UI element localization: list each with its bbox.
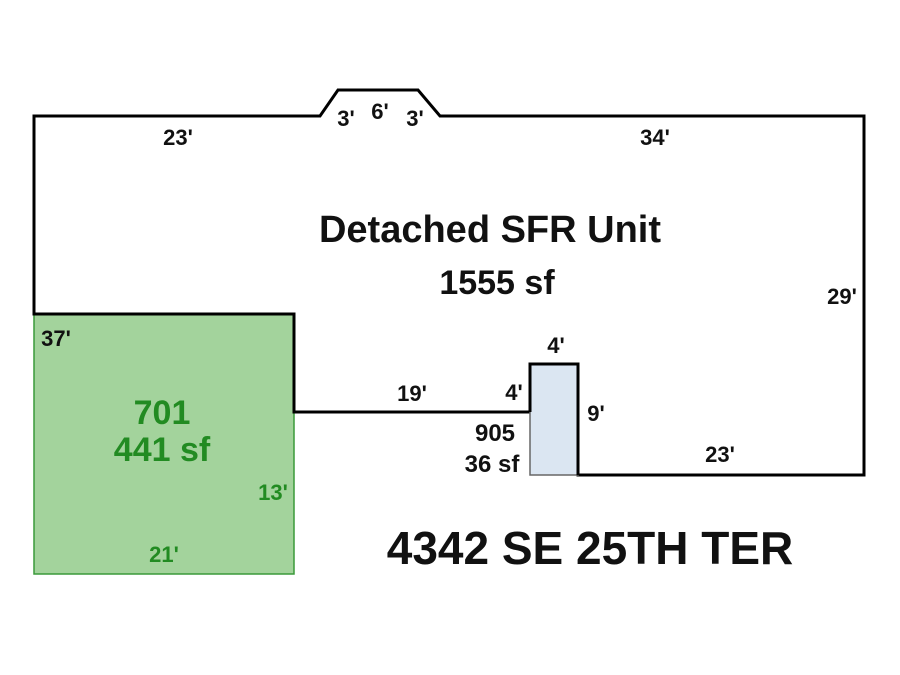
area-905-rect — [529, 363, 579, 476]
dim-top-right: 34' — [640, 125, 670, 150]
dim-mid-horizontal: 19' — [397, 381, 427, 406]
blue-area-sf: 36 sf — [465, 451, 521, 478]
dim-blue-left: 4' — [505, 380, 522, 405]
dim-bump-right: 3' — [406, 106, 423, 131]
area-905-outline — [528, 362, 580, 475]
property-address: 4342 SE 25TH TER — [387, 522, 794, 574]
dim-right: 29' — [827, 284, 857, 309]
green-area-sf: 441 sf — [114, 431, 211, 469]
main-area-label: Detached SFR Unit — [319, 209, 661, 251]
dim-top-left: 23' — [163, 125, 193, 150]
blue-area-code: 905 — [475, 420, 515, 447]
area-701-rect — [33, 313, 295, 575]
main-area-sf: 1555 sf — [439, 264, 555, 302]
dim-left: 37' — [41, 326, 71, 351]
dim-blue-top: 4' — [547, 333, 564, 358]
dim-bump-mid: 6' — [371, 99, 388, 124]
green-area-code: 701 — [134, 394, 191, 432]
dim-blue-right: 9' — [587, 401, 604, 426]
dim-green-right: 13' — [258, 480, 288, 505]
dim-bottom-right: 23' — [705, 442, 735, 467]
dim-green-bottom: 21' — [149, 542, 179, 567]
dim-bump-left: 3' — [337, 106, 354, 131]
